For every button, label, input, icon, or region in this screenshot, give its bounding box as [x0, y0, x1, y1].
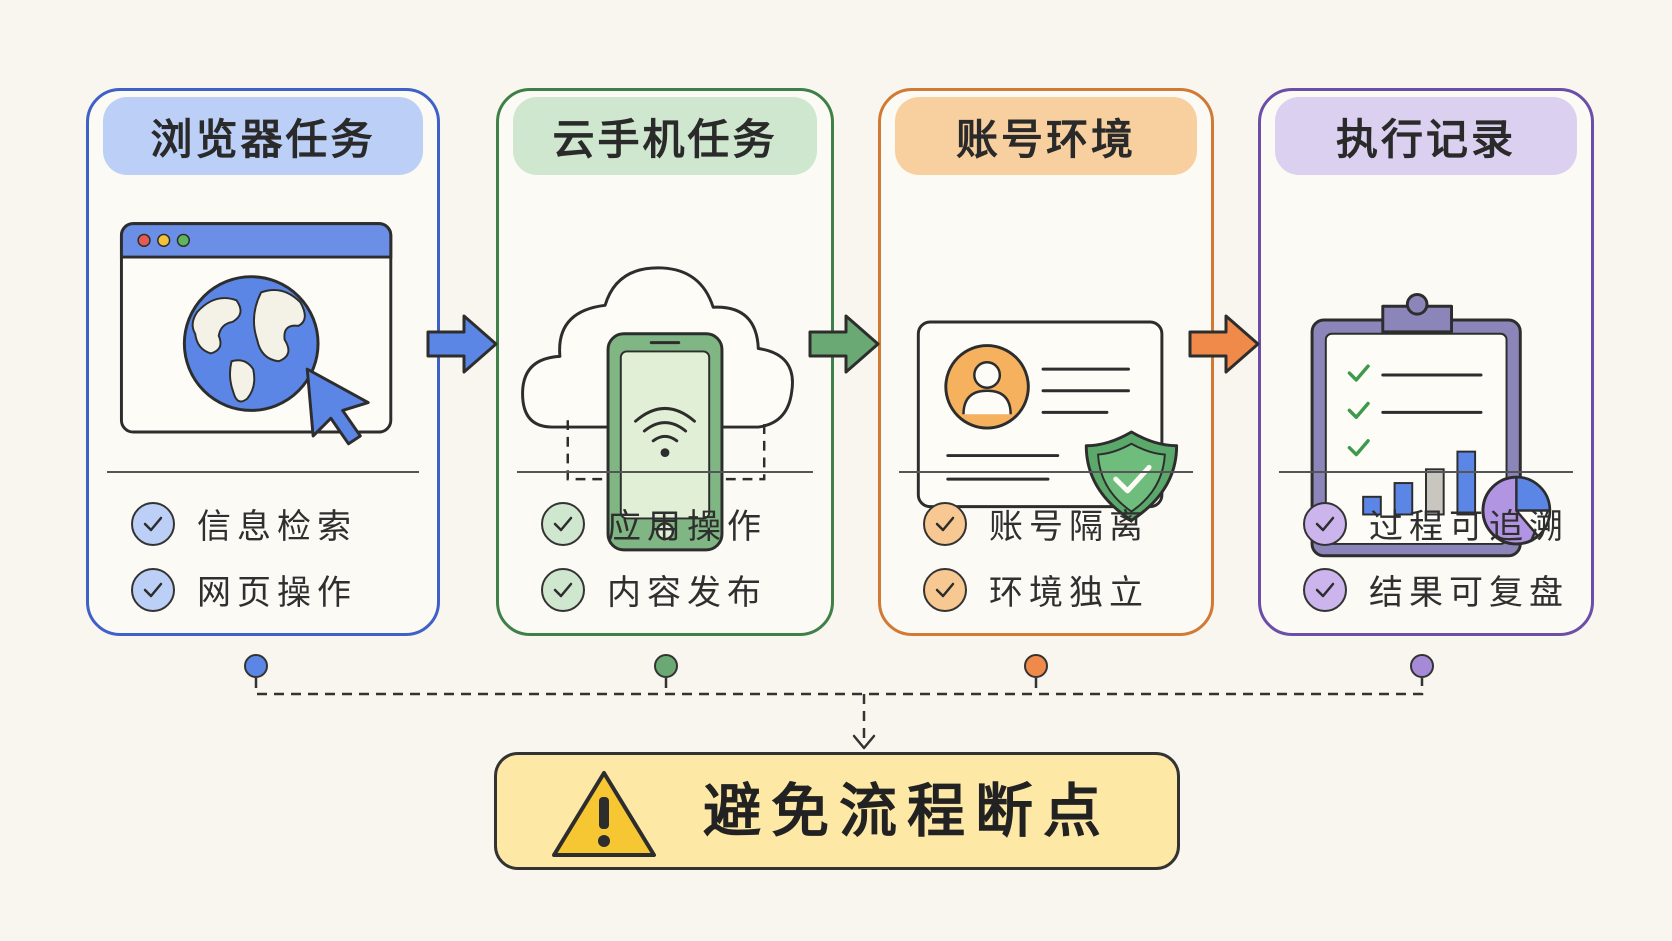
warning-triangle-icon — [552, 771, 656, 857]
browser-globe-cursor-icon — [119, 222, 393, 446]
check-circle-icon — [131, 567, 175, 612]
card-divider — [107, 471, 419, 473]
connector-dot — [1410, 654, 1434, 678]
feature-item: 信息检索 — [131, 499, 357, 548]
feature-item: 应用操作 — [541, 499, 767, 548]
feature-item: 结果可复盘 — [1303, 565, 1569, 614]
card-title: 浏览器任务 — [103, 97, 423, 175]
clipboard-checklist-chart-icon — [1310, 293, 1552, 558]
card-execution-records: 执行记录 过程可追溯 结果可复盘 — [1258, 88, 1594, 636]
feature-label: 结果可复盘 — [1369, 573, 1569, 613]
feature-label: 信息检索 — [197, 507, 357, 547]
arrow-right-icon — [426, 314, 498, 374]
connector-dot — [654, 654, 678, 678]
check-circle-icon — [541, 567, 585, 612]
arrow-right-icon — [808, 314, 880, 374]
feature-label: 应用操作 — [607, 507, 767, 547]
check-circle-icon — [131, 501, 175, 546]
warning-banner: 避免流程断点 — [494, 752, 1180, 870]
check-circle-icon — [1303, 567, 1347, 612]
card-title: 云手机任务 — [513, 97, 817, 175]
cloud-phone-wifi-icon — [521, 266, 794, 552]
card-divider — [1279, 471, 1573, 473]
feature-item: 账号隔离 — [923, 499, 1149, 548]
card-account-environment: 账号环境 账号隔离 环境独立 — [878, 88, 1214, 636]
id-card-shield-icon — [916, 320, 1179, 522]
card-title: 账号环境 — [895, 97, 1197, 175]
card-cloud-phone-task: 云手机任务 应用操作 内容发布 — [496, 88, 834, 636]
warning-text: 避免流程断点 — [703, 777, 1112, 845]
feature-label: 账号隔离 — [989, 507, 1149, 547]
arrow-right-icon — [1188, 314, 1260, 374]
card-divider — [517, 471, 813, 473]
feature-label: 过程可追溯 — [1369, 507, 1569, 547]
feature-item: 内容发布 — [541, 565, 767, 614]
check-circle-icon — [1303, 501, 1347, 546]
connector-dot — [1024, 654, 1048, 678]
card-divider — [899, 471, 1193, 473]
check-circle-icon — [923, 567, 967, 612]
feature-label: 内容发布 — [607, 573, 767, 613]
feature-item: 网页操作 — [131, 565, 357, 614]
feature-label: 环境独立 — [989, 573, 1149, 613]
check-circle-icon — [923, 501, 967, 546]
feature-item: 过程可追溯 — [1303, 499, 1569, 548]
feature-item: 环境独立 — [923, 565, 1149, 614]
card-browser-task: 浏览器任务 信息检索 网页操作 — [86, 88, 440, 636]
card-title: 执行记录 — [1275, 97, 1577, 175]
feature-label: 网页操作 — [197, 573, 357, 613]
check-circle-icon — [541, 501, 585, 546]
connector-dot — [244, 654, 268, 678]
